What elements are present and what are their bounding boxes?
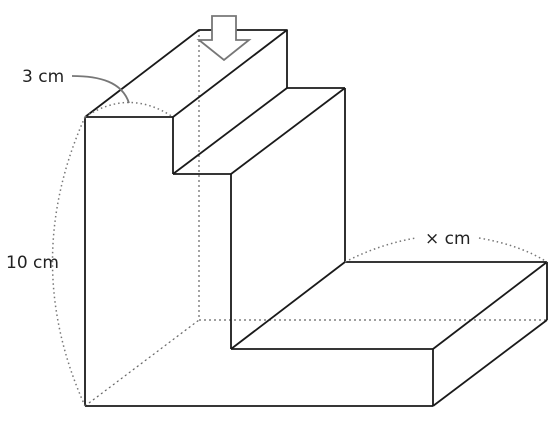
length-label: × cm bbox=[425, 229, 471, 249]
length-dimension-arc-right bbox=[478, 237, 548, 263]
slab-right-top-edge bbox=[432, 261, 548, 350]
width-dimension-arc bbox=[84, 101, 174, 118]
hidden-edges bbox=[84, 30, 547, 407]
height-dimension-arc bbox=[51, 116, 86, 407]
width-leader-line bbox=[71, 75, 130, 104]
slab-right-bottom-edge bbox=[432, 319, 548, 407]
step-left-edge bbox=[172, 87, 288, 175]
slab-left-edge bbox=[230, 261, 346, 350]
down-arrow-icon bbox=[196, 15, 252, 62]
step-right-edge bbox=[230, 87, 346, 175]
width-label: 3 cm bbox=[22, 67, 64, 87]
hidden-base-edge-left bbox=[84, 319, 200, 407]
dimension-marks bbox=[51, 75, 548, 407]
length-dimension-arc-left bbox=[344, 237, 417, 263]
visible-edges bbox=[84, 29, 548, 407]
height-label: 10 cm bbox=[6, 253, 59, 273]
top-face-edges bbox=[84, 29, 288, 118]
